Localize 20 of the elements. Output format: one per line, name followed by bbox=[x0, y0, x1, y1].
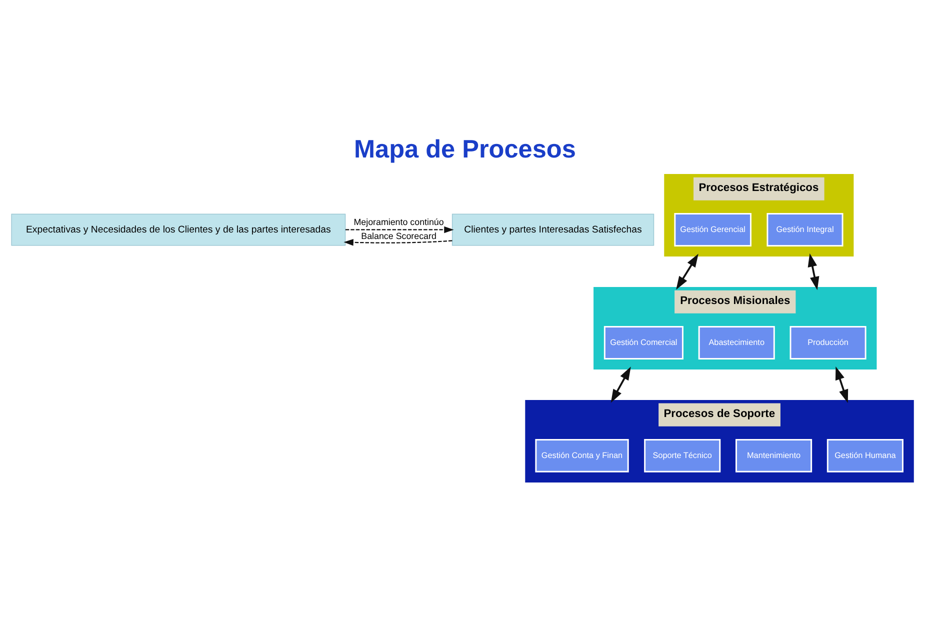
arrow bbox=[676, 254, 698, 290]
node-box: Soporte Técnico bbox=[644, 438, 721, 472]
arrow bbox=[610, 366, 631, 403]
edge-label: Balance Scorecard bbox=[361, 231, 436, 242]
arrow bbox=[808, 253, 820, 290]
arrow bbox=[345, 226, 454, 234]
edge-label: Mejoramiento continúo bbox=[354, 216, 444, 227]
node-box: Gestión Humana bbox=[826, 438, 904, 472]
node-box: Gestión Comercial bbox=[604, 326, 684, 360]
node-box: Abastecimiento bbox=[698, 326, 775, 360]
diagram-title: Mapa de Procesos bbox=[354, 135, 576, 164]
node-box: Gestión Conta y Finan bbox=[535, 438, 629, 472]
node-box: Clientes y partes Interesadas Satisfechas bbox=[452, 214, 654, 246]
node-box: Gestión Gerencial bbox=[674, 213, 752, 246]
arrow bbox=[835, 366, 848, 403]
node-box: Mantenimiento bbox=[736, 438, 812, 472]
node-box: Expectativas y Necesidades de los Clientes y de las partes interesadas bbox=[11, 214, 346, 246]
arrow bbox=[344, 239, 452, 246]
node-box: Producción bbox=[790, 326, 866, 360]
node-box: Gestión Integral bbox=[766, 213, 844, 246]
